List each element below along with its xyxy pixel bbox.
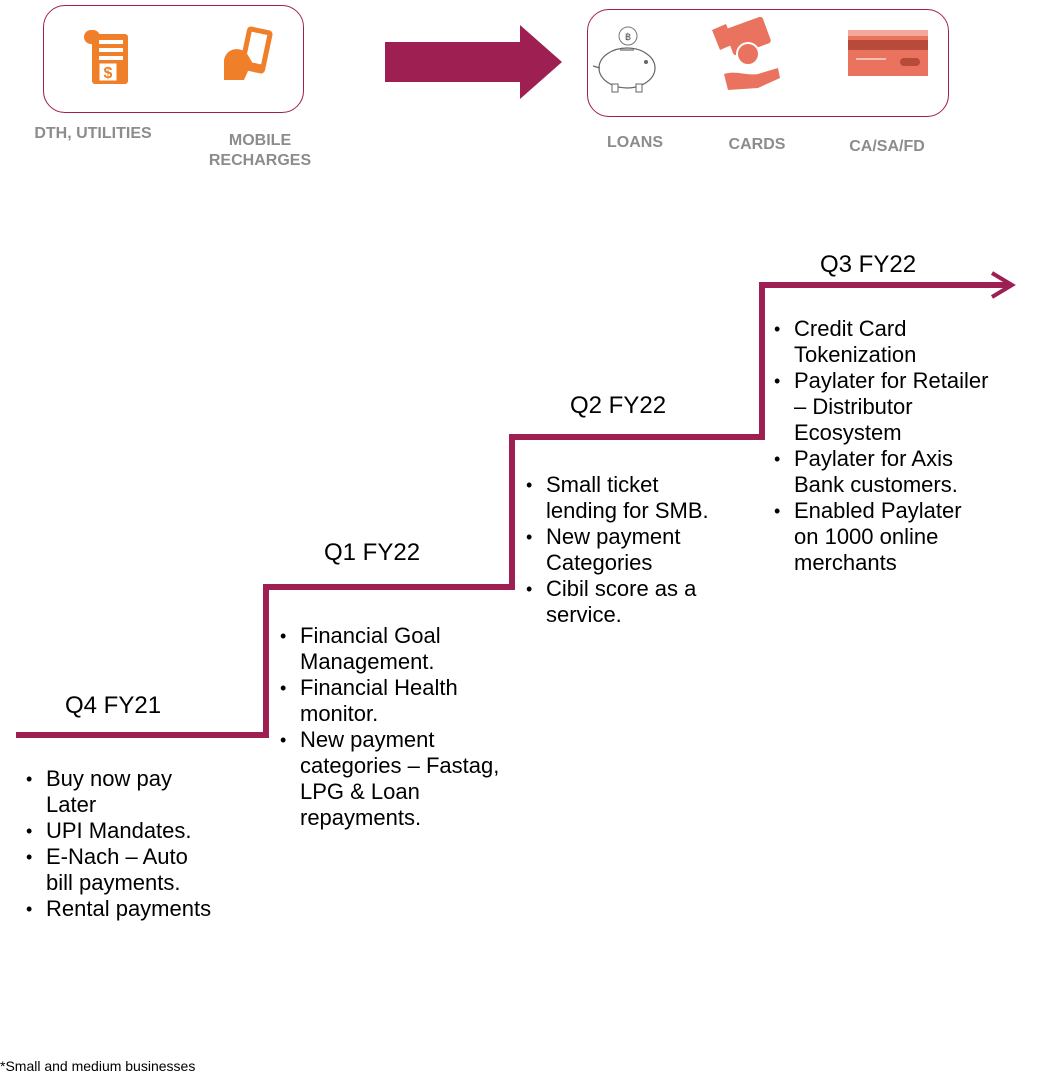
list-item-text: Financial Goal Management. xyxy=(300,623,441,674)
list-item-text: Credit Card Tokenization xyxy=(794,316,917,367)
list-item: Paylater for Axis Bank customers. xyxy=(770,446,1040,498)
label-loans: LOANS xyxy=(607,134,663,151)
new-products-box xyxy=(587,9,949,117)
list-item: Enabled Paylater on 1000 online merchant… xyxy=(770,498,1040,576)
list-item-text: E-Nach – Auto bill payments. xyxy=(46,844,188,895)
list-item: Paylater for Retailer – Distributor Ecos… xyxy=(770,368,1040,446)
list-item: Small ticket lending for SMB. xyxy=(522,472,762,524)
q2-fy22-list: Small ticket lending for SMB. New paymen… xyxy=(522,472,762,628)
list-item-text: Enabled Paylater on 1000 online merchant… xyxy=(794,498,962,575)
list-item-text: New payment Categories xyxy=(546,524,681,575)
q1-fy22-list: Financial Goal Management. Financial Hea… xyxy=(276,623,526,831)
list-item-text: Paylater for Axis Bank customers. xyxy=(794,446,958,497)
list-item-text: Financial Health monitor. xyxy=(300,675,458,726)
list-item: Cibil score as a service. xyxy=(522,576,762,628)
list-item: New payment categories – Fastag, LPG & L… xyxy=(276,727,526,831)
list-item: UPI Mandates. xyxy=(22,818,272,844)
q4-fy21-list: Buy now pay Later UPI Mandates. E-Nach –… xyxy=(22,766,272,922)
label-dth-utilities: DTH, UTILITIES xyxy=(34,125,152,142)
list-item-text: UPI Mandates. xyxy=(46,818,192,843)
list-item: Credit Card Tokenization xyxy=(770,316,1040,368)
label-ca-sa-fd: CA/SA/FD xyxy=(849,138,925,155)
list-item: New payment Categories xyxy=(522,524,762,576)
list-item-text: Cibil score as a service. xyxy=(546,576,697,627)
label-mobile-recharges: MOBILE RECHARGES xyxy=(208,132,312,169)
transition-arrow xyxy=(385,25,562,99)
q3-fy22-list: Credit Card Tokenization Paylater for Re… xyxy=(770,316,1040,576)
list-item: Rental payments xyxy=(22,896,272,922)
roadmap-step-line xyxy=(16,282,1010,738)
quarter-title-q1-fy22: Q1 FY22 xyxy=(324,539,421,566)
roadmap-arrowhead xyxy=(990,271,1016,299)
list-item: Buy now pay Later xyxy=(22,766,272,818)
quarter-title-q3-fy22: Q3 FY22 xyxy=(820,251,917,278)
list-item-text: Small ticket lending for SMB. xyxy=(546,472,709,523)
quarter-title-q2-fy22: Q2 FY22 xyxy=(570,392,667,419)
list-item: Financial Goal Management. xyxy=(276,623,526,675)
list-item-text: New payment categories – Fastag, LPG & L… xyxy=(300,727,500,830)
label-cards: CARDS xyxy=(728,136,786,153)
footnote: *Small and medium businesses xyxy=(0,1058,196,1074)
list-item-text: Buy now pay Later xyxy=(46,766,172,817)
list-item-text: Rental payments xyxy=(46,896,212,921)
list-item-text: Paylater for Retailer – Distributor Ecos… xyxy=(794,368,989,445)
list-item: Financial Health monitor. xyxy=(276,675,526,727)
quarter-title-q4-fy21: Q4 FY21 xyxy=(65,692,162,719)
list-item: E-Nach – Auto bill payments. xyxy=(22,844,272,896)
